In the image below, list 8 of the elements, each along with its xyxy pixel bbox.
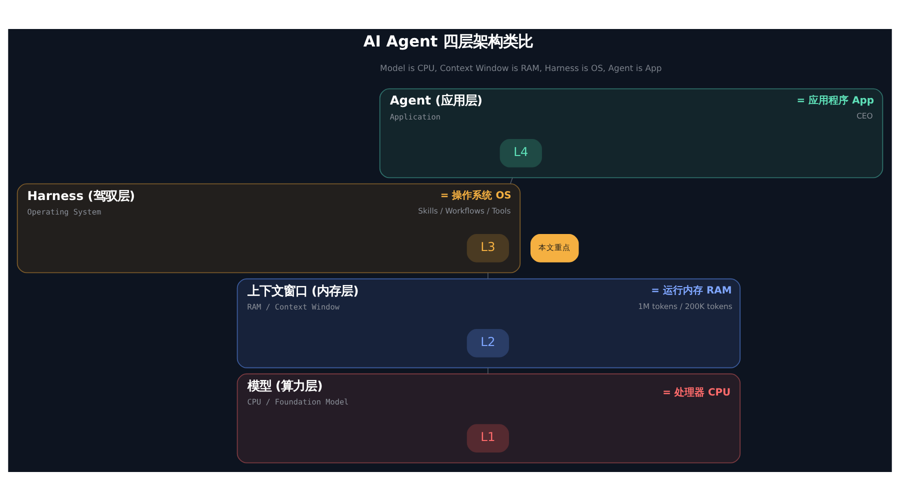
connector xyxy=(510,176,513,184)
node-box: L4 xyxy=(500,138,542,167)
diagram-title: AI Agent 四层架构类比 xyxy=(363,32,534,50)
node-box: L2 xyxy=(466,328,510,357)
node-box: 本文重点 xyxy=(530,234,579,262)
node-box: L3 xyxy=(466,234,510,262)
node-box: L1 xyxy=(466,424,510,452)
label: Model is CPU, Context Window is RAM, Harness is OS, Agent is App xyxy=(380,62,662,72)
